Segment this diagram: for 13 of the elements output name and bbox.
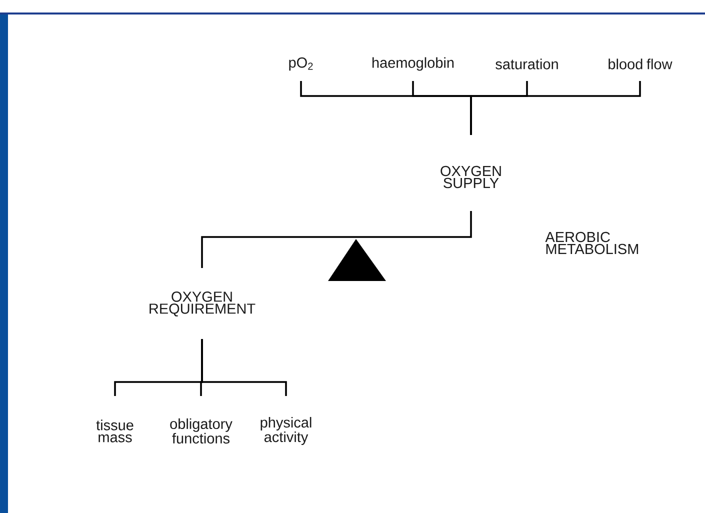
node-text: OXYGEN REQUIREMENT — [150, 292, 256, 316]
node-text: OXYGEN SUPPLY — [440, 166, 501, 188]
node-text: physical activity — [260, 416, 312, 445]
node-text: pO$_{2}$ — [289, 57, 313, 71]
connector-line — [201, 211, 472, 268]
node-text: saturation — [496, 58, 558, 70]
connector-line — [201, 339, 287, 396]
node-text: blood flow — [608, 58, 672, 70]
node-text: obligatory functions — [170, 418, 232, 444]
connector-line — [470, 81, 641, 135]
node-text: haemoglobin — [372, 57, 454, 71]
node-text: tissue mass — [96, 420, 134, 442]
annotation-text: AEROBIC METABOLISM — [545, 232, 638, 254]
